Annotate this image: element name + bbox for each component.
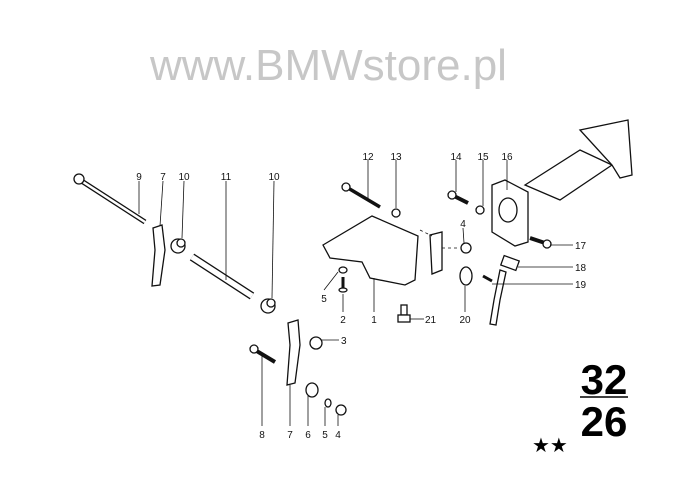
part-21-screw [397, 304, 411, 323]
callout-10: 10 [178, 172, 190, 183]
callout-5: 5 [321, 294, 327, 305]
callout-9: 9 [136, 172, 142, 183]
group-number: 32 [581, 356, 628, 403]
callout-17: 17 [575, 241, 587, 252]
part-5-washer [324, 398, 332, 408]
callout-14: 14 [450, 152, 462, 163]
part-13-washer [391, 208, 401, 218]
part-5-washer-top [338, 266, 348, 274]
part-8-bolt [249, 344, 277, 364]
callout-11: 11 [221, 172, 232, 183]
callout-6: 6 [305, 430, 311, 441]
callout-8: 8 [259, 430, 265, 441]
callout-1: 1 [371, 315, 377, 326]
part-17-bolt [529, 236, 552, 249]
watermark: www.BMWstore.pl [149, 41, 507, 90]
callout-7: 7 [160, 172, 166, 183]
part-9-bolt [73, 173, 147, 225]
part-18-lever [489, 254, 521, 326]
callout-7-b: 7 [287, 430, 293, 441]
callout-15: 15 [477, 152, 489, 163]
part-10-bushing-2 [260, 298, 276, 314]
part-4-nut [335, 404, 347, 416]
part-6-bushing [305, 382, 319, 398]
part-19-screw [482, 274, 493, 283]
callout-2: 2 [340, 315, 346, 326]
callout-4: 4 [460, 219, 466, 230]
callout-4-b: 4 [335, 430, 341, 441]
star-rating: ★★ [532, 433, 568, 457]
leader-lines [138, 160, 573, 426]
callout-16: 16 [501, 152, 513, 163]
callout-18: 18 [575, 263, 587, 274]
part-16-housing [491, 119, 633, 247]
callout-19: 19 [575, 280, 587, 291]
callout-3: 3 [341, 336, 347, 347]
part-20-plate [459, 266, 473, 286]
part-10-bushing [170, 238, 186, 254]
callout-13: 13 [390, 152, 402, 163]
part-12-bolt [341, 182, 381, 209]
part-4-nut-top [460, 242, 472, 254]
part-15-washer [475, 205, 485, 215]
subgroup-number: 26 [581, 398, 628, 445]
callout-10-b: 10 [268, 172, 280, 183]
part-11-tube [189, 253, 255, 300]
part-bracket-plate [429, 231, 443, 275]
callout-12: 12 [362, 152, 374, 163]
callout-20: 20 [459, 315, 471, 326]
part-1-bracket [322, 215, 419, 286]
part-2-screw [338, 277, 348, 293]
part-14-bolt [447, 190, 469, 205]
part-7-bracket-lower [286, 319, 301, 386]
part-7-bracket [151, 224, 166, 287]
part-3-nut [309, 336, 323, 350]
callout-21: 21 [425, 315, 437, 326]
callout-5-b: 5 [322, 430, 328, 441]
